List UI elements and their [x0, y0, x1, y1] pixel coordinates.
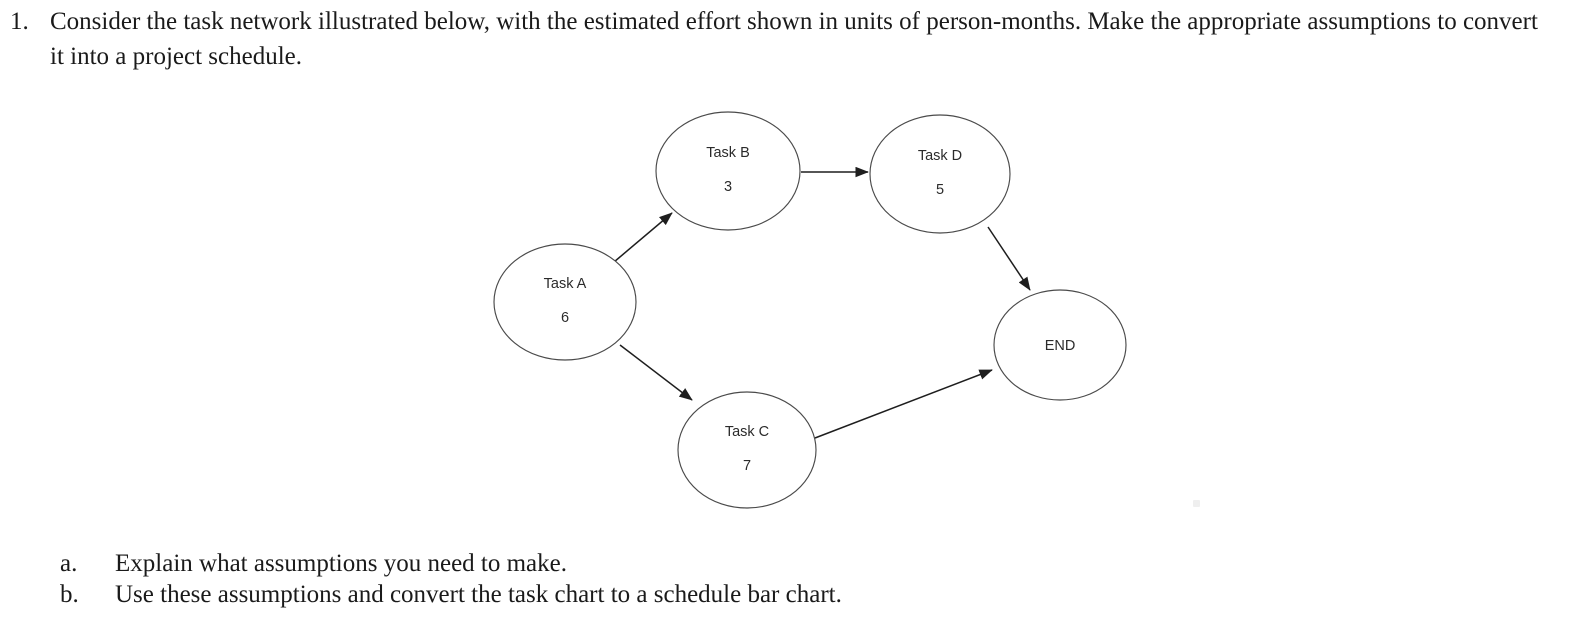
- node-end-circle: [993, 289, 1127, 401]
- node-task-d-label: Task D: [918, 148, 962, 164]
- subitem-a: a. Explain what assumptions you need to …: [0, 548, 1582, 579]
- node-task-a-circle: [493, 243, 637, 361]
- node-end-label: END: [1045, 338, 1076, 354]
- subitem-b: b. Use these assumptions and convert the…: [0, 579, 1582, 610]
- node-task-a-effort: 6: [561, 310, 569, 326]
- edge-c-to-end: [814, 369, 993, 439]
- subitem-a-text: Explain what assumptions you need to mak…: [115, 550, 568, 577]
- node-task-d: Task D 5: [869, 114, 1011, 234]
- node-task-c-circle: [677, 391, 817, 509]
- scan-artifact: [1193, 500, 1200, 507]
- node-task-a-label: Task A: [544, 276, 587, 292]
- edge-d-to-end: [987, 226, 1031, 291]
- question-text: Consider the task network illustrated be…: [50, 8, 1538, 70]
- node-task-b-label: Task B: [706, 145, 750, 161]
- subitem-b-marker: b.: [60, 581, 79, 608]
- node-task-c: Task C 7: [677, 391, 817, 509]
- node-task-d-circle: [869, 114, 1011, 234]
- diagram-edges: [613, 166, 1031, 439]
- node-task-d-effort: 5: [936, 182, 944, 198]
- question-block: 1. Consider the task network illustrated…: [0, 4, 1582, 74]
- node-end: END: [993, 289, 1127, 401]
- subitem-list: a. Explain what assumptions you need to …: [0, 548, 1582, 610]
- node-task-a: Task A 6: [493, 243, 637, 361]
- task-network-diagram: Task A 6 Task B 3 Task D 5 Task C 7 END: [470, 90, 1150, 530]
- node-task-b-effort: 3: [724, 179, 732, 195]
- subitem-b-text: Use these assumptions and convert the ta…: [115, 581, 842, 608]
- node-task-c-effort: 7: [743, 458, 751, 474]
- edge-a-to-c: [619, 344, 693, 401]
- node-task-c-label: Task C: [725, 424, 769, 440]
- question-number: 1.: [10, 8, 29, 35]
- edge-a-to-b: [613, 212, 673, 263]
- subitem-a-marker: a.: [60, 550, 78, 577]
- node-task-b: Task B 3: [655, 111, 801, 231]
- node-task-b-circle: [655, 111, 801, 231]
